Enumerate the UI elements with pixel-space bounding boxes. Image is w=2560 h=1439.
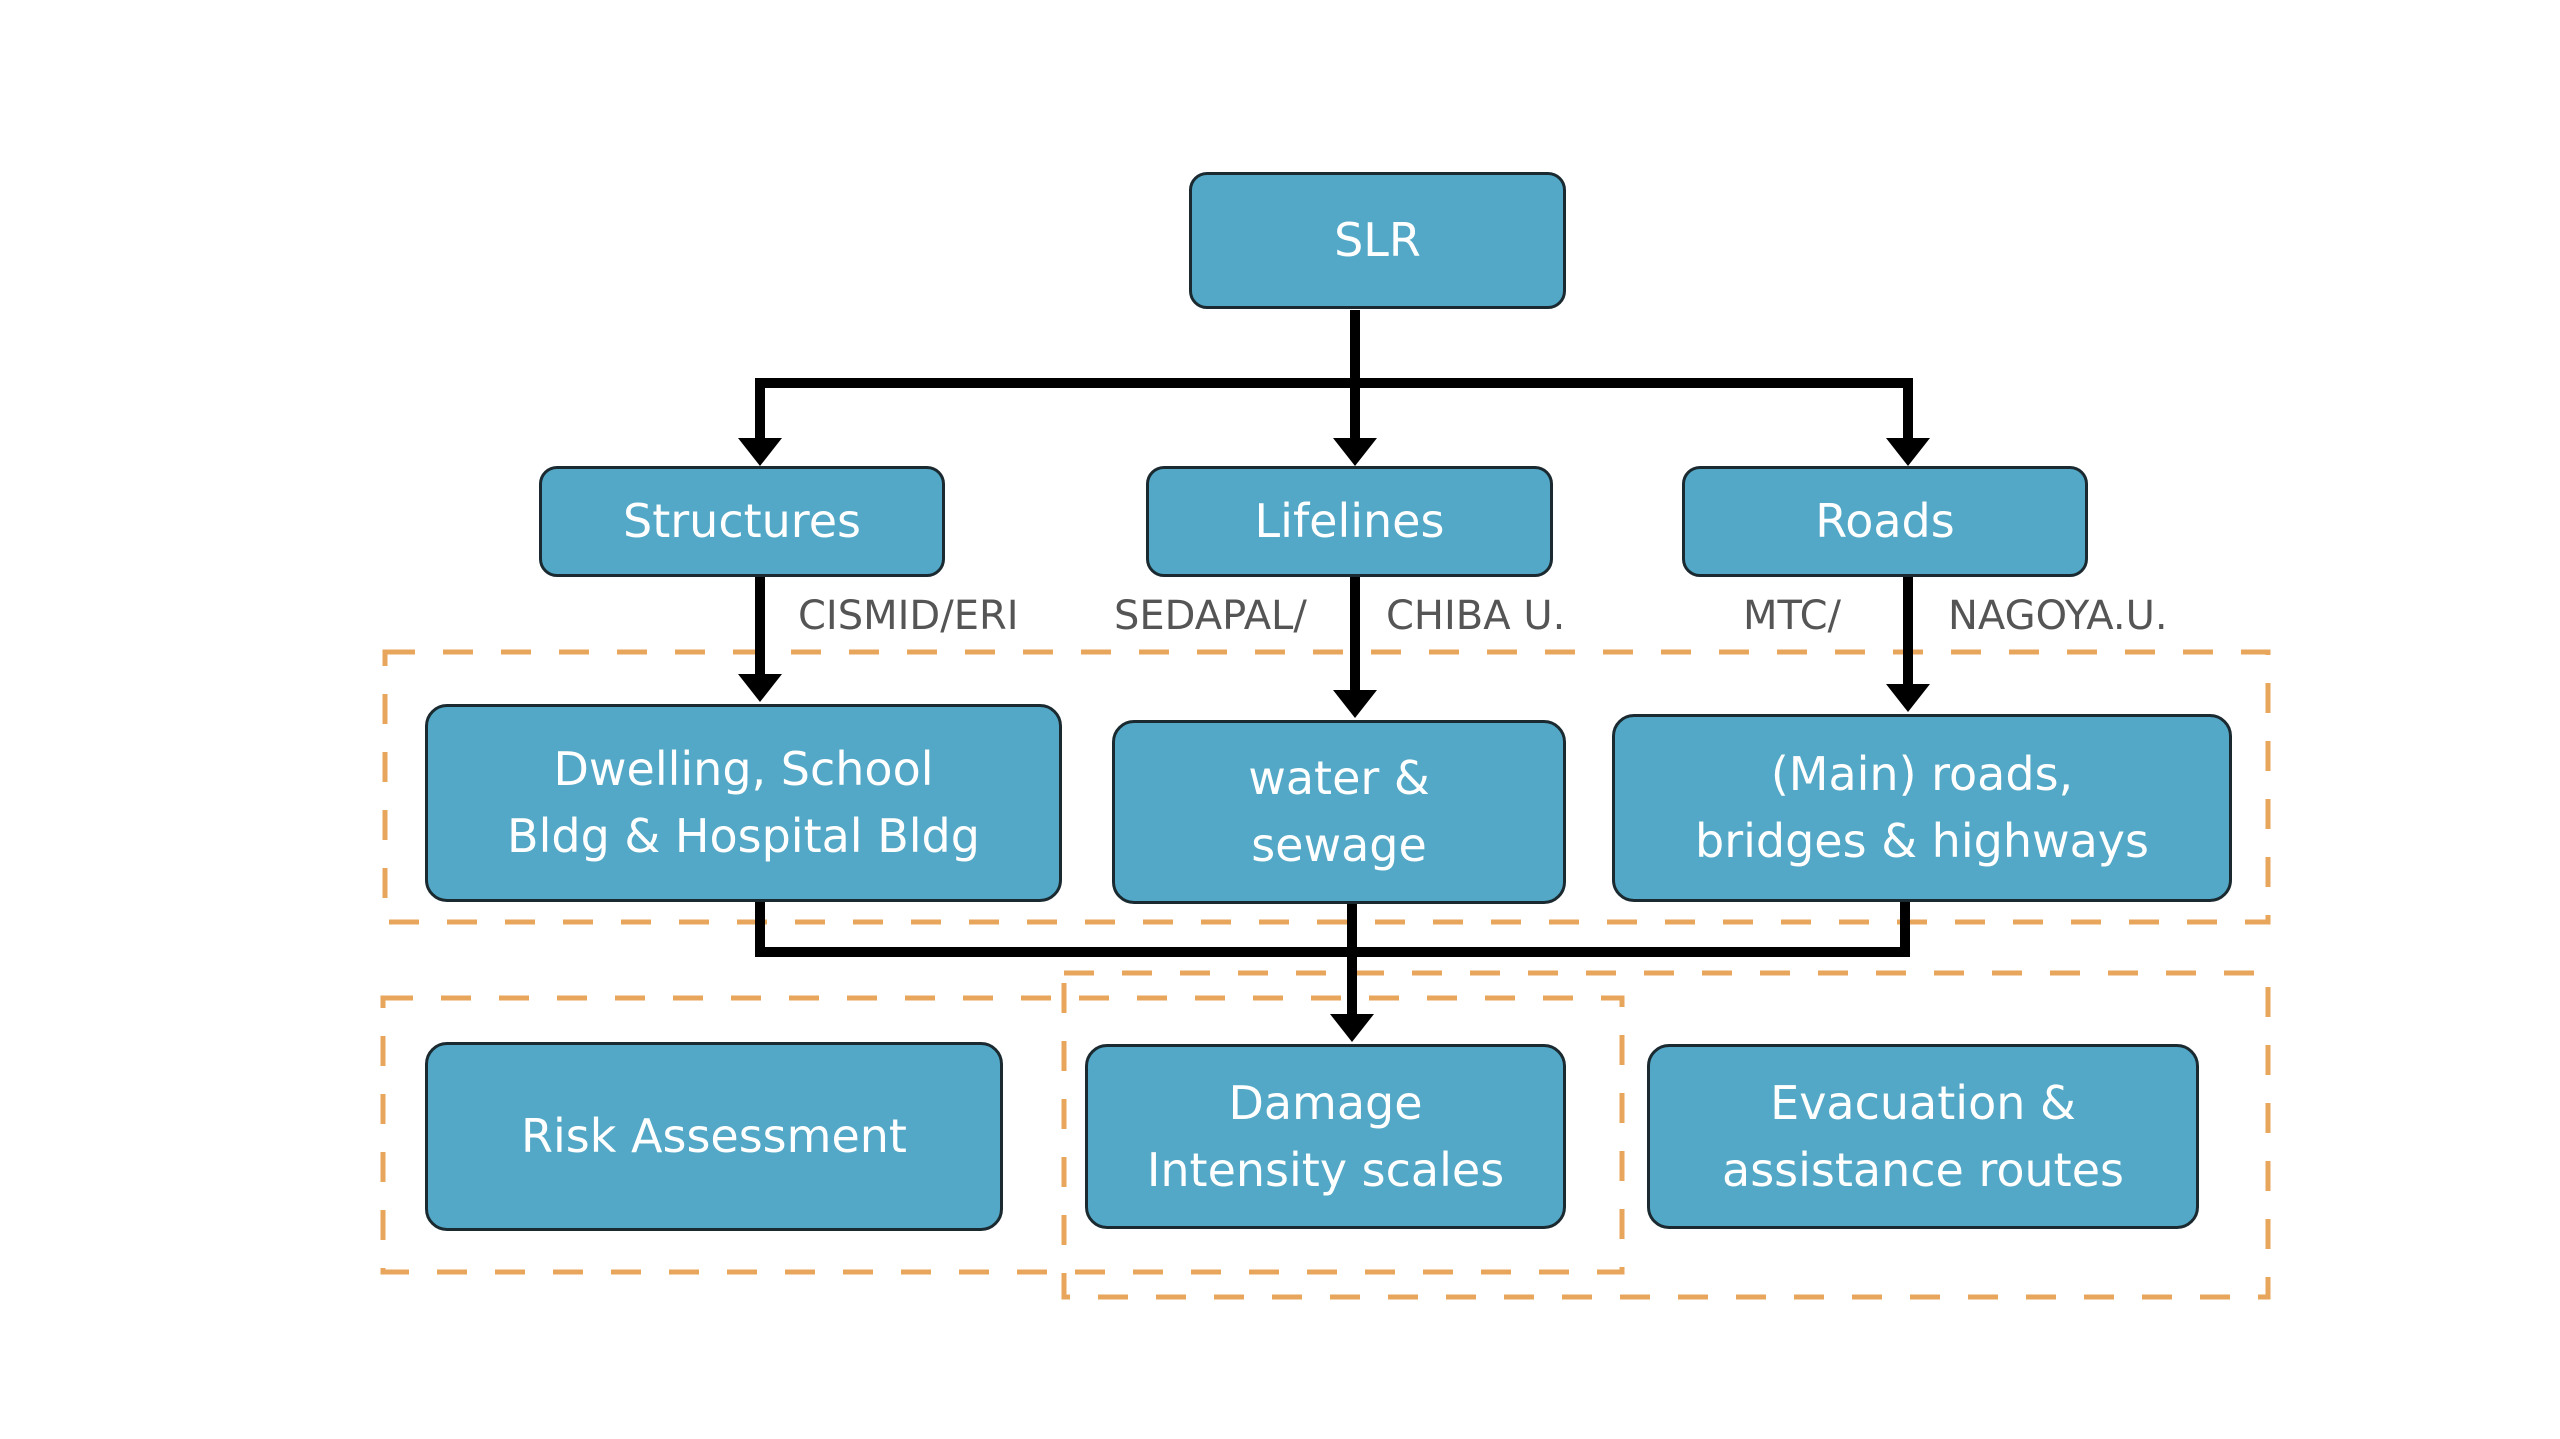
output-node-damage-intensity: Damage Intensity scales (1085, 1044, 1566, 1229)
element-line-2: sewage (1251, 818, 1427, 872)
output-line-2: Intensity scales (1146, 1142, 1505, 1197)
category-label: Roads (1815, 494, 1955, 549)
element-line-1: (Main) roads, (1770, 747, 2074, 802)
category-label: Structures (623, 494, 861, 549)
arrowhead-structures (738, 438, 782, 466)
output-line-1: Risk Assessment (521, 1109, 907, 1164)
group-damage-evacuation-dashed (1061, 970, 2271, 1300)
element-line-2: Bldg & Hospital Bldg (507, 809, 980, 863)
element-node-buildings: Dwelling, School Bldg & Hospital Bldg (425, 704, 1062, 902)
source-label-chiba: CHIBA U. (1386, 593, 1566, 639)
category-label: Lifelines (1254, 494, 1445, 549)
arrowhead-water (1333, 690, 1377, 718)
element-line-1: Dwelling, School (553, 742, 934, 797)
output-node-evacuation-routes: Evacuation & assistance routes (1647, 1044, 2199, 1229)
root-node-label: SLR (1334, 213, 1421, 268)
output-line-1: Evacuation & (1770, 1075, 2076, 1130)
arrowhead-damage (1330, 1014, 1374, 1042)
category-node-roads: Roads (1682, 466, 2088, 577)
output-node-risk-assessment: Risk Assessment (425, 1042, 1003, 1231)
source-label-mtc: MTC/ (1743, 593, 1842, 639)
category-node-structures: Structures (539, 466, 945, 577)
element-node-roads-bridges: (Main) roads, bridges & highways (1612, 714, 2232, 902)
arrowhead-mainroads (1886, 684, 1930, 712)
source-label-sedapal: SEDAPAL/ (1114, 593, 1307, 639)
root-node-slr: SLR (1189, 172, 1566, 309)
connector-elements-merge (755, 902, 1910, 957)
arrowhead-lifelines (1333, 438, 1377, 466)
source-label-nagoya: NAGOYA.U. (1948, 593, 2168, 639)
element-line-2: bridges & highways (1695, 814, 2149, 868)
arrowhead-roads (1886, 438, 1930, 466)
group-elements-dashed (382, 649, 2271, 925)
category-node-lifelines: Lifelines (1146, 466, 1553, 577)
arrowhead-dwelling (738, 674, 782, 702)
element-line-1: water & (1248, 751, 1430, 806)
output-line-2: assistance routes (1722, 1142, 2124, 1197)
element-node-water-sewage: water & sewage (1112, 720, 1566, 904)
source-label-cismid: CISMID/ERI (798, 593, 1019, 639)
output-line-1: Damage (1228, 1075, 1423, 1130)
